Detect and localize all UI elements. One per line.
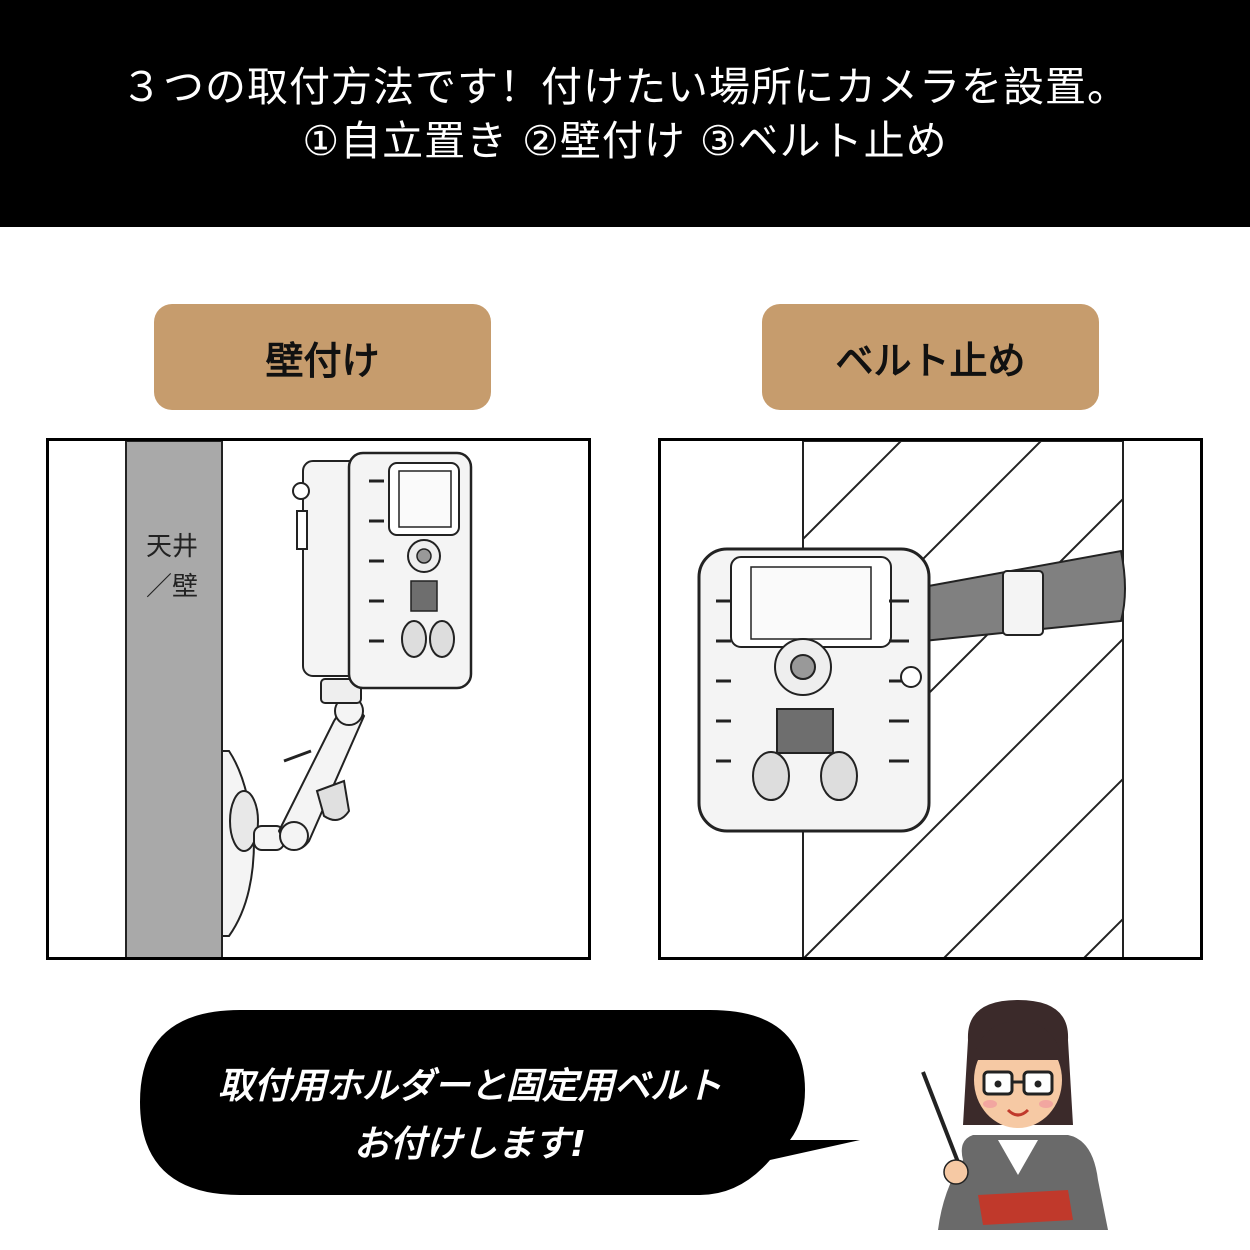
belted-camera	[697, 547, 931, 833]
wall-mount-illustration-panel: 天井 ／壁	[46, 438, 591, 960]
book	[978, 1190, 1073, 1225]
header-title-line1: ３つの取付方法です！付けたい場所にカメラを設置。	[121, 62, 1129, 111]
speech-bubble-text: 取付用ホルダーと固定用ベルト お付けします!	[140, 1058, 800, 1174]
belt-mount-tag: ベルト止め	[762, 304, 1099, 410]
arm-knob	[315, 779, 351, 821]
bubble-line1: 取付用ホルダーと固定用ベルト	[217, 1066, 722, 1107]
wall-label: 天井 ／壁	[127, 527, 217, 607]
wall-mount-illustration	[125, 441, 473, 957]
belt-mount-illustration	[697, 441, 1126, 957]
pointer-stick	[921, 1071, 965, 1176]
mounted-camera	[292, 451, 473, 690]
presenter-illustration	[921, 1000, 1108, 1230]
belt-mount-illustration-panel	[658, 438, 1203, 960]
wall-label-line2: ／壁	[145, 572, 198, 602]
ceiling-wall-surface	[125, 441, 223, 957]
strap-buckle	[1002, 570, 1044, 636]
header-banner: ３つの取付方法です！付けたい場所にカメラを設置。 ①自立置き ②壁付け ③ベルト…	[0, 0, 1250, 227]
bubble-line2: お付けします!	[353, 1124, 587, 1165]
wall-label-line1: 天井	[145, 532, 198, 562]
wall-mount-tag: 壁付け	[154, 304, 491, 410]
header-title-line2: ①自立置き ②壁付け ③ベルト止め	[302, 116, 948, 165]
